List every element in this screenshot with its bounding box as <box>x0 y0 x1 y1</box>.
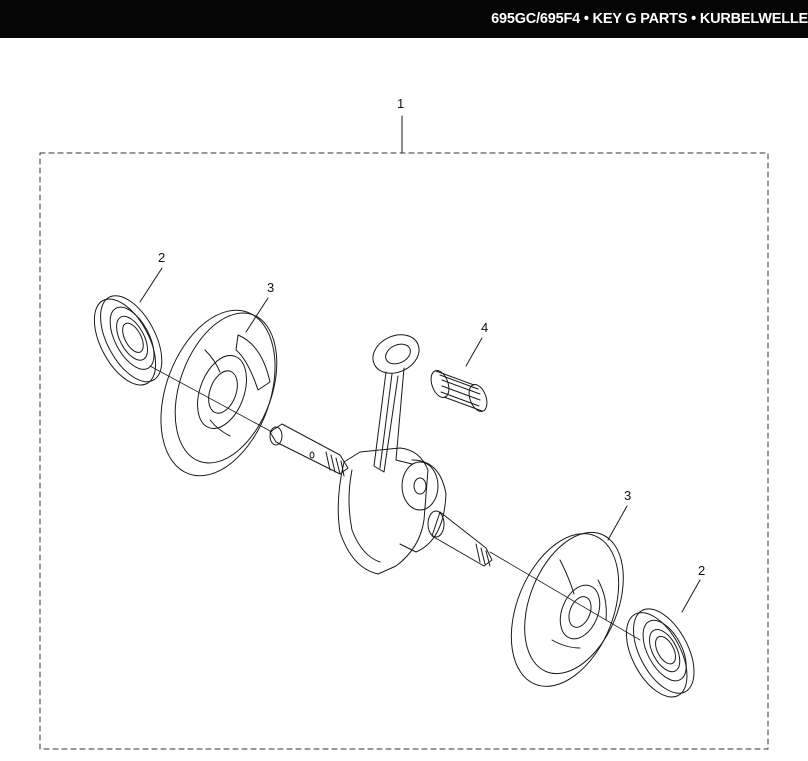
ball-bearing-left <box>93 295 163 386</box>
ball-bearing-right <box>625 608 695 698</box>
crankshaft <box>269 423 493 575</box>
callout-assembly: 1 <box>397 96 404 111</box>
needle-bearing <box>430 370 488 412</box>
callout-flywheel-left: 3 <box>267 280 274 295</box>
callout-flywheel-right: 3 <box>624 488 631 503</box>
callout-bearing-left: 2 <box>158 250 165 265</box>
leader-needle-bearing <box>465 337 483 367</box>
leader-flywheel-left <box>245 297 269 333</box>
assembly-frame <box>39 152 769 750</box>
callout-needle-bearing: 4 <box>481 320 488 335</box>
flywheel-left <box>160 309 278 477</box>
leader-bearing-right <box>681 579 701 613</box>
leader-bearing-left <box>139 267 163 303</box>
page-title: 695GC/695F4 • KEY G PARTS • KURBELWELLE <box>491 11 808 27</box>
axis-line <box>149 365 273 433</box>
flywheel-right <box>510 531 624 687</box>
leader-flywheel-right <box>607 505 628 541</box>
header-bar: 695GC/695F4 • KEY G PARTS • KURBELWELLE <box>0 0 808 38</box>
callout-bearing-right: 2 <box>698 563 705 578</box>
connecting-rod <box>372 334 420 473</box>
axis-line-right <box>489 551 641 641</box>
